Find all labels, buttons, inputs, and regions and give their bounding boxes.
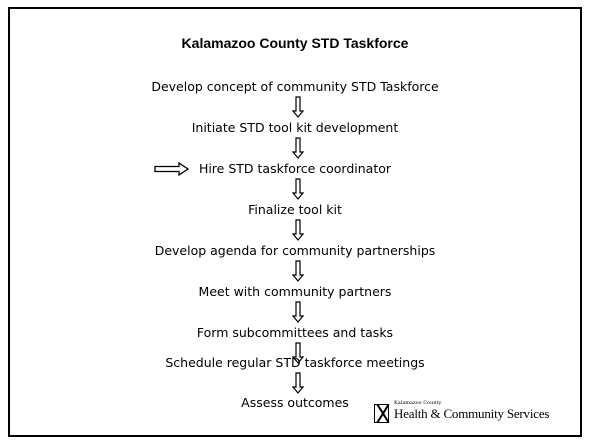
flow-step-8: Schedule regular STD taskforce meetings [165, 355, 425, 370]
down-arrow-icon [292, 219, 304, 241]
logo-mark-icon [374, 404, 389, 423]
flow-step-6: Meet with community partners [198, 284, 392, 299]
flow-step-9: Assess outcomes [241, 395, 349, 410]
flow-step-2: Initiate STD tool kit development [191, 120, 399, 135]
logo-main-text: Health & Community Services [394, 406, 550, 421]
diagram-title: Kalamazoo County STD Taskforce [181, 35, 409, 51]
down-arrow-icon [292, 372, 304, 394]
flow-step-5: Develop agenda for community partnership… [154, 243, 436, 258]
down-arrow-icon [292, 96, 304, 118]
logo-small-text: Kalamazoo County [394, 400, 442, 406]
down-arrow-icon [292, 301, 304, 323]
flow-step-1: Develop concept of community STD Taskfor… [151, 79, 439, 94]
down-arrow-icon [292, 137, 304, 159]
current-step-right-arrow-icon [154, 162, 190, 176]
flow-step-7: Form subcommittees and tasks [196, 325, 394, 340]
down-arrow-icon [292, 178, 304, 200]
health-community-services-logo: Kalamazoo County Health & Community Serv… [374, 398, 568, 432]
flow-step-4: Finalize tool kit [248, 202, 342, 217]
flow-step-3: Hire STD taskforce coordinator [198, 161, 392, 176]
slide-frame: Kalamazoo County STD Taskforce Develop c… [8, 7, 582, 437]
down-arrow-icon [292, 260, 304, 282]
down-arrow-icon [292, 342, 304, 364]
